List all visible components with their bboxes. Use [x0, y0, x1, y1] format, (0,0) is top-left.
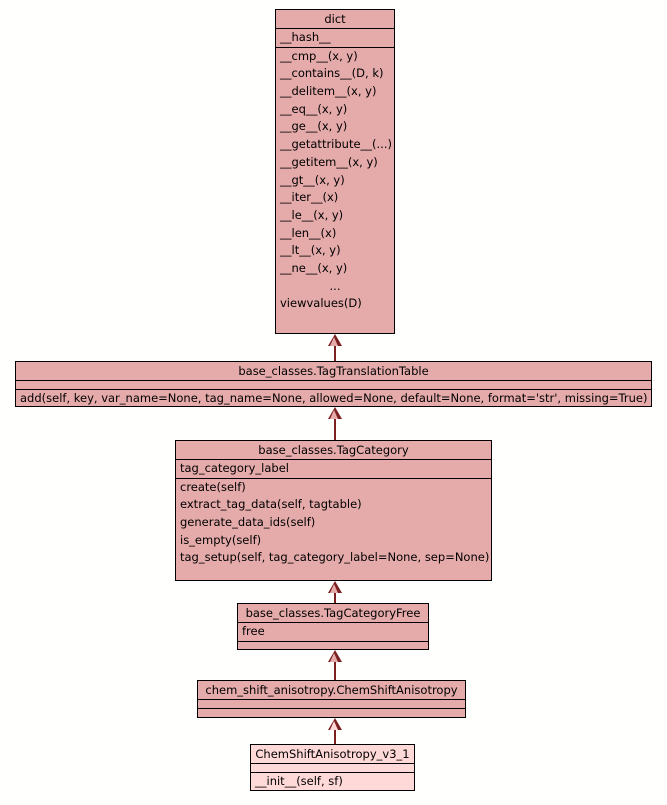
- arrow-head-inner: [330, 410, 339, 419]
- class-method: __eq__(x, y): [280, 101, 348, 116]
- arrow-head-inner: [330, 653, 339, 662]
- class-method: tag_setup(self, tag_category_label=None,…: [180, 550, 490, 565]
- class-method: __gt__(x, y): [280, 172, 345, 187]
- arrow-stem: [334, 729, 336, 747]
- class-title-tagcategory: base_classes.TagCategory: [176, 441, 491, 460]
- class-methods-dict: __cmp__(x, y) __contains__(D, k) __delit…: [276, 48, 394, 313]
- class-method: add(self, key, var_name=None, tag_name=N…: [20, 391, 648, 405]
- arrow-stem: [334, 418, 336, 441]
- class-box-tagcategory[interactable]: base_classes.TagCategory tag_category_la…: [175, 440, 492, 581]
- class-method: __len__(x): [280, 225, 337, 240]
- class-method: __delitem__(x, y): [280, 84, 377, 99]
- arrow-stem: [334, 592, 336, 609]
- inheritance-arrow-tagcategoryfree-to-tagcategory: [328, 581, 342, 609]
- inheritance-arrow-chemshiftanisotropyv31-to-chemshiftanisotropy: [328, 718, 342, 747]
- inheritance-arrow-tagtranslationtable-to-dict: [328, 334, 342, 362]
- class-attributes-tagcategoryfree: free: [238, 623, 428, 642]
- class-attribute: tag_category_label: [180, 461, 289, 475]
- class-attribute: __hash__: [280, 30, 331, 44]
- class-attribute: free: [242, 624, 265, 638]
- class-method: __ge__(x, y): [280, 119, 348, 134]
- class-method: __ne__(x, y): [280, 260, 348, 275]
- inheritance-arrow-tagcategory-to-tagtranslationtable: [328, 407, 342, 441]
- class-method: __lt__(x, y): [280, 243, 341, 258]
- arrow-head-inner: [330, 721, 339, 730]
- class-methods-tagcategory: create(self) extract_tag_data(self, tagt…: [176, 479, 491, 567]
- class-method: __getitem__(x, y): [280, 154, 378, 169]
- class-box-dict[interactable]: dict __hash__ __cmp__(x, y) __contains__…: [275, 9, 395, 334]
- class-box-chemshiftanisotropy[interactable]: chem_shift_anisotropy.ChemShiftAnisotrop…: [197, 680, 466, 718]
- inheritance-arrow-chemshiftanisotropy-to-tagcategoryfree: [328, 650, 342, 681]
- class-method: __contains__(D, k): [280, 66, 384, 81]
- arrow-head-inner: [330, 584, 339, 593]
- class-method: create(self): [180, 479, 246, 494]
- class-attributes-chemshiftanisotropy: [198, 700, 465, 709]
- class-title-chemshiftanisotropyv31: ChemShiftAnisotropy_v3_1: [251, 745, 414, 764]
- class-method: viewvalues(D): [280, 296, 362, 311]
- class-methods-chemshiftanisotropy: [198, 709, 465, 718]
- class-method: __cmp__(x, y): [280, 48, 358, 63]
- arrow-head-inner: [330, 337, 339, 346]
- class-title-tagtranslationtable: base_classes.TagTranslationTable: [16, 362, 651, 381]
- class-attributes-dict: __hash__: [276, 29, 394, 48]
- class-attributes-tagtranslationtable: [16, 381, 651, 390]
- class-box-tagcategoryfree[interactable]: base_classes.TagCategoryFree free: [237, 603, 429, 650]
- class-method: __init__(self, sf): [255, 774, 343, 788]
- class-method: extract_tag_data(self, tagtable): [180, 497, 362, 512]
- class-method: __iter__(x): [280, 190, 339, 205]
- arrow-stem: [334, 661, 336, 681]
- class-title-chemshiftanisotropy: chem_shift_anisotropy.ChemShiftAnisotrop…: [198, 681, 465, 700]
- class-attributes-tagcategory: tag_category_label: [176, 460, 491, 479]
- class-method: __getattribute__(...): [280, 137, 392, 152]
- arrow-stem: [334, 345, 336, 362]
- class-method: is_empty(self): [180, 532, 262, 547]
- class-title-dict: dict: [276, 10, 394, 29]
- class-method-ellipsis: ...: [329, 278, 341, 293]
- class-title-tagcategoryfree: base_classes.TagCategoryFree: [238, 604, 428, 623]
- class-attributes-chemshiftanisotropyv31: [251, 764, 414, 773]
- class-method: __le__(x, y): [280, 207, 344, 222]
- class-method: generate_data_ids(self): [180, 515, 316, 530]
- class-methods-chemshiftanisotropyv31: __init__(self, sf): [251, 773, 414, 791]
- class-methods-tagtranslationtable: add(self, key, var_name=None, tag_name=N…: [16, 390, 651, 408]
- class-box-tagtranslationtable[interactable]: base_classes.TagTranslationTable add(sel…: [15, 361, 652, 407]
- class-box-chemshiftanisotropyv31[interactable]: ChemShiftAnisotropy_v3_1 __init__(self, …: [250, 744, 415, 791]
